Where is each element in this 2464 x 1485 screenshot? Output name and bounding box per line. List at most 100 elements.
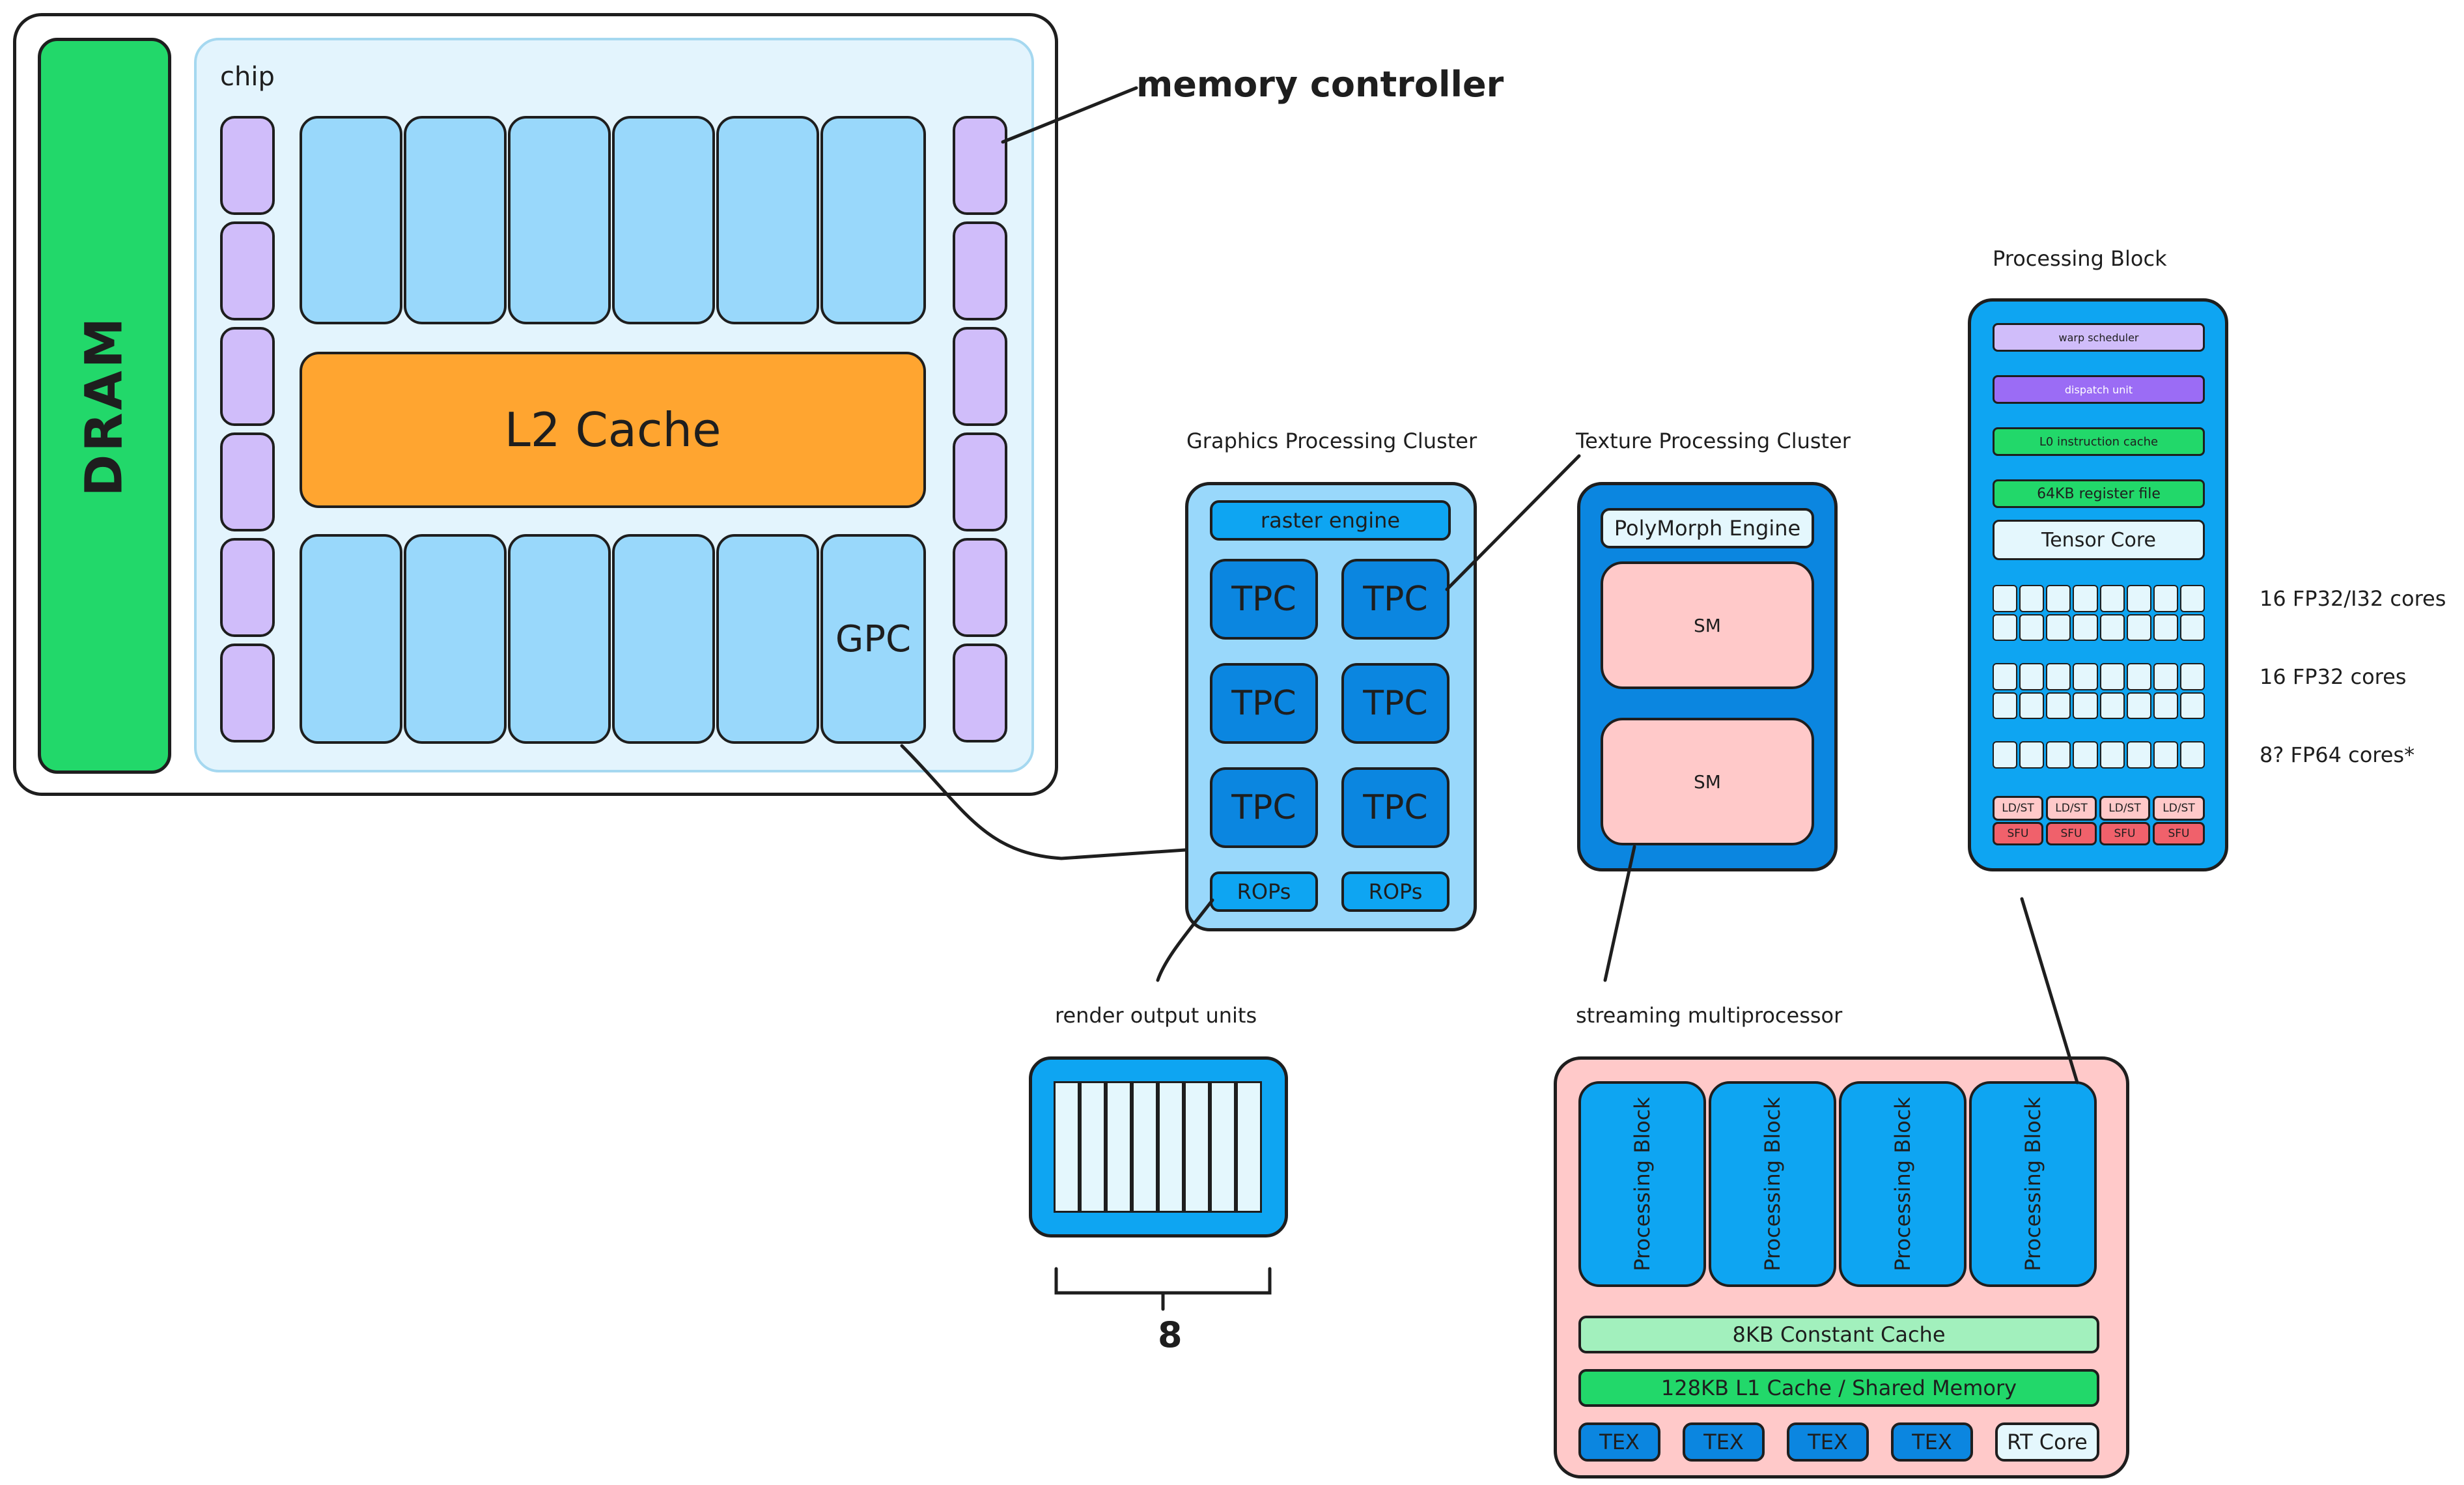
gpc-tile	[300, 116, 402, 324]
sm-label: SM	[1694, 614, 1721, 636]
fp64-core	[2099, 741, 2125, 769]
sm-title: streaming multiprocessor	[1576, 1003, 1843, 1028]
fp32-core	[2126, 663, 2151, 690]
rop-unit	[1054, 1081, 1080, 1213]
tpc-label: TPC	[1363, 684, 1428, 723]
fp32-i32-core	[2179, 585, 2205, 612]
sm-zoom-connector	[1603, 845, 1636, 982]
fp64-core	[2126, 741, 2151, 769]
raster-engine: raster engine	[1210, 500, 1451, 541]
ldst-label: LD/ST	[2163, 802, 2195, 815]
l1-cache: 128KB L1 Cache / Shared Memory	[1578, 1369, 2099, 1407]
tpc-title: Texture Processing Cluster	[1576, 429, 1851, 453]
gpc-tile	[508, 116, 611, 324]
fp32-core	[2153, 663, 2178, 690]
rop-count-bracket	[1054, 1267, 1272, 1311]
fp32-i32-cores-label: 16 FP32/I32 cores	[2260, 586, 2446, 611]
polymorph-engine-label: PolyMorph Engine	[1614, 516, 1801, 541]
fp32-core	[2179, 663, 2205, 690]
sm-block: SM	[1601, 718, 1814, 845]
tpc-block: TPC	[1341, 767, 1449, 848]
tpc-label: TPC	[1231, 684, 1296, 723]
sfu-unit: SFU	[2046, 822, 2097, 845]
rops-label: ROPs	[1237, 879, 1291, 904]
fp32-i32-core	[2099, 585, 2125, 612]
processing-block-title: Processing Block	[1993, 246, 2167, 271]
fp64-core-grid	[1993, 741, 2205, 769]
rops-zoom-connector	[1156, 898, 1214, 982]
sfu-label: SFU	[2168, 827, 2190, 840]
rop-count-label: 8	[1158, 1314, 1183, 1355]
tpc-label: TPC	[1363, 580, 1428, 619]
constant-cache-label: 8KB Constant Cache	[1732, 1322, 1946, 1347]
memory-controller-cell	[220, 327, 275, 426]
memory-controller-cell	[953, 432, 1007, 531]
rop-unit	[1236, 1081, 1262, 1213]
gpc-tile-highlighted: GPC	[820, 534, 926, 744]
fp32-i32-core	[1993, 585, 2018, 612]
tex-label: TEX	[1808, 1430, 1848, 1454]
tex-label: TEX	[1599, 1430, 1640, 1454]
l2-cache-label: L2 Cache	[504, 403, 721, 457]
ldst-unit: LD/ST	[2099, 796, 2150, 821]
rop-title: render output units	[1055, 1003, 1257, 1028]
tpc-block: TPC	[1341, 663, 1449, 744]
sfu-label: SFU	[2114, 827, 2136, 840]
tex-label: TEX	[1703, 1430, 1744, 1454]
ldst-unit: LD/ST	[2153, 796, 2205, 821]
tex-unit: TEX	[1891, 1422, 1973, 1462]
sfu-label: SFU	[2060, 827, 2082, 840]
fp32-core	[2153, 692, 2178, 719]
memory-controller-cell	[953, 327, 1007, 426]
rops-label: ROPs	[1368, 879, 1423, 904]
fp32-i32-core	[2153, 585, 2178, 612]
fp64-core	[2019, 741, 2045, 769]
ldst-label: LD/ST	[2055, 802, 2088, 815]
ldst-unit: LD/ST	[1993, 796, 2043, 821]
gpc-tile	[820, 116, 926, 324]
memory-controller-cell	[220, 644, 275, 742]
fp32-core	[2073, 692, 2098, 719]
warp-scheduler: warp scheduler	[1993, 323, 2205, 352]
fp32-i32-core	[1993, 614, 2018, 641]
fp32-core	[2099, 663, 2125, 690]
ldst-label: LD/ST	[2108, 802, 2141, 815]
fp32-cores-label: 16 FP32 cores	[2260, 664, 2407, 689]
fp32-i32-core	[2153, 614, 2178, 641]
fp32-core	[2046, 663, 2071, 690]
l0-instruction-cache: L0 instruction cache	[1993, 427, 2205, 456]
tpc-block: TPC	[1210, 663, 1318, 744]
fp32-core-grid	[1993, 663, 2205, 719]
tpc-label: TPC	[1231, 580, 1296, 619]
fp32-i32-core	[2179, 614, 2205, 641]
fp32-i32-core	[2126, 614, 2151, 641]
processing-block-zoom-connector	[2020, 897, 2079, 1084]
register-file: 64KB register file	[1993, 479, 2205, 508]
rop-unit	[1106, 1081, 1132, 1213]
rop-unit	[1158, 1081, 1184, 1213]
sfu-unit: SFU	[1993, 822, 2043, 845]
tex-label: TEX	[1912, 1430, 1952, 1454]
memory-controller-label: memory controller	[1136, 64, 1504, 105]
sfu-label: SFU	[2007, 827, 2029, 840]
fp32-core	[2046, 692, 2071, 719]
rt-core-label: RT Core	[2007, 1430, 2088, 1454]
fp64-core	[2153, 741, 2178, 769]
fp32-core	[2179, 692, 2205, 719]
memory-controller-cell	[953, 538, 1007, 637]
tex-unit: TEX	[1578, 1422, 1660, 1462]
gpc-title: Graphics Processing Cluster	[1186, 429, 1477, 453]
gpc-tile	[404, 534, 507, 744]
fp32-i32-core	[2019, 585, 2045, 612]
fp32-core	[2019, 692, 2045, 719]
fp64-core	[2046, 741, 2071, 769]
tex-unit: TEX	[1787, 1422, 1869, 1462]
memory-controller-cell	[220, 116, 275, 215]
memory-controller-cell	[953, 116, 1007, 215]
fp64-core	[2179, 741, 2205, 769]
tpc-label: TPC	[1231, 788, 1296, 827]
ldst-label: LD/ST	[2002, 802, 2034, 815]
fp32-core	[1993, 692, 2018, 719]
rops-block: ROPs	[1210, 871, 1318, 912]
memory-controller-cell	[953, 644, 1007, 742]
